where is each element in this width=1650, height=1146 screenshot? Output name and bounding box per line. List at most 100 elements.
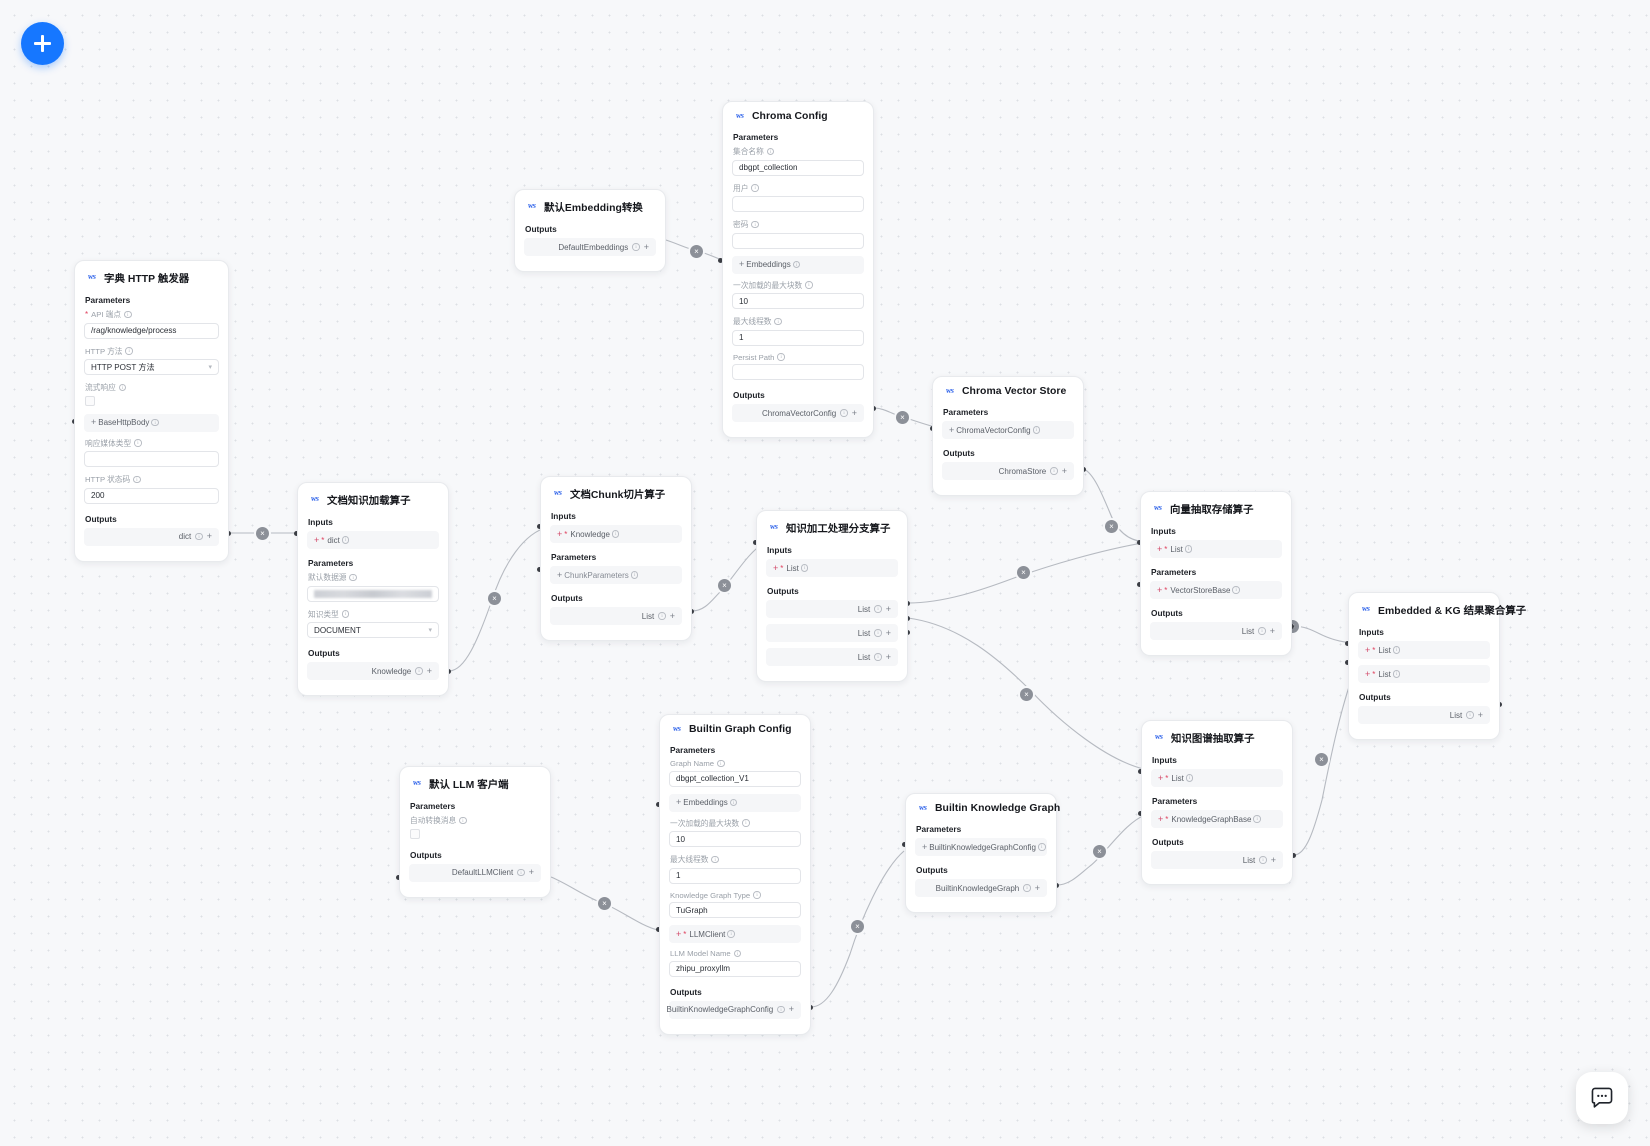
- text-input[interactable]: [84, 451, 219, 467]
- connection-port[interactable]: [1345, 660, 1350, 665]
- plus-icon: +: [426, 665, 432, 676]
- edge-delete-button[interactable]: ×: [256, 527, 269, 540]
- text-input[interactable]: 1: [669, 867, 801, 884]
- edge-delete-button[interactable]: ×: [598, 897, 611, 910]
- connection-port[interactable]: [1137, 540, 1142, 545]
- output-name: DefaultEmbeddings: [558, 242, 629, 252]
- connection-port[interactable]: [656, 927, 661, 932]
- connection-port[interactable]: [902, 842, 907, 847]
- text-input[interactable]: zhipu_proxyllm: [669, 960, 801, 977]
- text-input[interactable]: 10: [732, 293, 864, 309]
- edge-delete-button[interactable]: ×: [1315, 753, 1328, 766]
- text-input[interactable]: HTTP POST 方法▾: [84, 359, 219, 375]
- text-input[interactable]: [732, 364, 864, 380]
- edge-delete-button[interactable]: ×: [1093, 845, 1106, 858]
- connection-port[interactable]: [537, 567, 542, 572]
- connection-port[interactable]: [537, 524, 542, 529]
- text-input[interactable]: DOCUMENT▾: [307, 622, 439, 638]
- section-label: Outputs: [551, 593, 583, 603]
- text-input[interactable]: dbgpt_collection_V1: [669, 770, 801, 787]
- section-label: Outputs: [308, 648, 340, 658]
- checkbox-input[interactable]: [85, 395, 95, 406]
- edge-delete-button[interactable]: ×: [690, 245, 703, 258]
- checkbox-input[interactable]: [410, 828, 420, 839]
- text-input[interactable]: 200: [84, 487, 219, 504]
- connection-port[interactable]: [396, 875, 401, 880]
- text-input[interactable]: [307, 585, 439, 602]
- connection-port[interactable]: [656, 802, 661, 807]
- edge-delete-button[interactable]: ×: [896, 411, 909, 424]
- edge-delete-button[interactable]: ×: [718, 579, 731, 592]
- connection-port[interactable]: [1345, 641, 1350, 646]
- edge-delete-button[interactable]: ×: [1105, 520, 1118, 533]
- edge-delete-button[interactable]: ×: [851, 920, 864, 933]
- connection-port[interactable]: [1137, 582, 1142, 587]
- connection-port[interactable]: [718, 258, 723, 263]
- text-input[interactable]: [732, 196, 864, 212]
- chat-bubble-button[interactable]: [1576, 1072, 1628, 1124]
- edge-delete-button[interactable]: ×: [1017, 566, 1030, 579]
- edge-delete-button[interactable]: ×: [488, 592, 501, 605]
- text-input[interactable]: TuGraph: [669, 902, 801, 918]
- input-value: 1: [676, 871, 681, 880]
- text-input[interactable]: 10: [669, 831, 801, 847]
- connection-port[interactable]: [1138, 811, 1143, 816]
- text-input[interactable]: 1: [732, 329, 864, 346]
- connection-port[interactable]: [1291, 853, 1296, 858]
- add-node-button[interactable]: [21, 22, 64, 65]
- text-input[interactable]: [732, 232, 864, 249]
- connection-port[interactable]: [1138, 769, 1143, 774]
- connection-port[interactable]: [294, 531, 299, 536]
- connection-port[interactable]: [753, 540, 758, 545]
- text-input[interactable]: dbgpt_collection: [732, 159, 864, 176]
- edge-delete-button[interactable]: ×: [1020, 688, 1033, 701]
- text-input[interactable]: /rag/knowledge/process: [84, 322, 219, 339]
